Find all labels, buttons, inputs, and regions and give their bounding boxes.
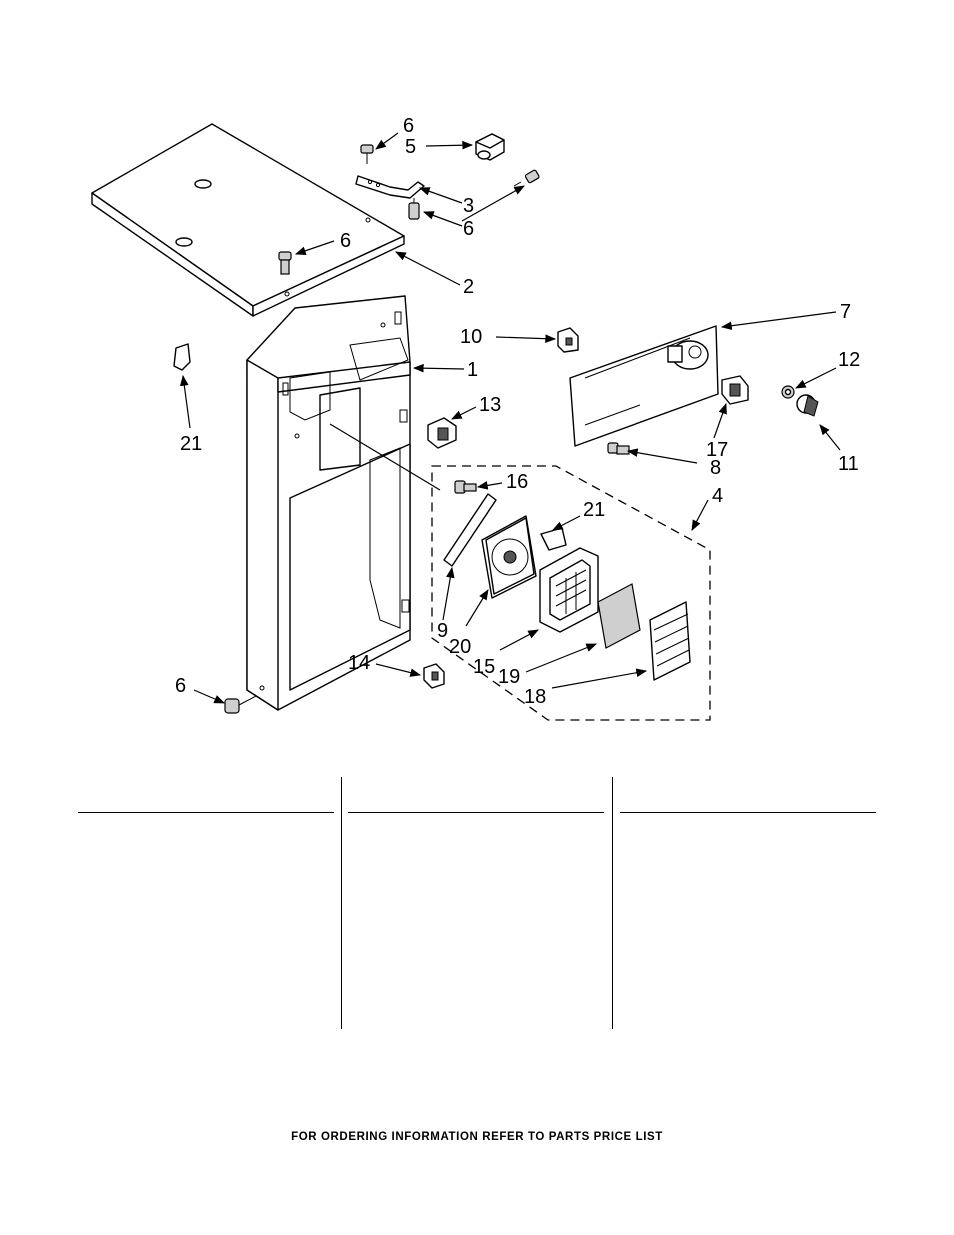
callout-labels: 6 5 3 6 6 2 1 7 10 12 13 21 17 11 8 16 4… [175,115,860,708]
table-divider-2 [612,777,613,1029]
callout-9: 9 [437,620,448,642]
knob-part-11 [796,394,819,417]
callout-21: 21 [583,499,605,521]
wire-block-part-5 [475,133,505,161]
top-panel-part-2 [91,123,405,317]
mounting-strip-part-9 [443,493,497,567]
table-rule-col-3 [620,812,876,813]
ring-part-12 [781,385,795,399]
callout-10: 10 [460,326,482,348]
bracket-part-3 [355,175,425,199]
callout-12: 12 [838,349,860,371]
callout-3: 3 [463,195,474,217]
leader-lines [180,132,841,704]
callout-15: 15 [473,656,495,678]
screw-part-6-bottom [408,198,420,220]
control-panel-part-7 [569,325,719,447]
clip-part-21-left [173,343,191,371]
power-switch-part-17 [721,375,749,405]
callout-6: 6 [175,675,186,697]
callout-7: 7 [840,301,851,323]
screw-part-8 [607,442,630,455]
table-rule-col-2 [348,812,604,813]
screw-part-6-right [513,169,540,187]
switch-part-10 [557,327,579,353]
table-rule-col-1 [78,812,334,813]
cabinet-frame-part-1 [246,295,411,711]
callout-18: 18 [524,686,546,708]
callout-6: 6 [340,230,351,252]
callout-16: 16 [506,471,528,493]
switch-part-14 [423,663,445,689]
clip-part-21-box [540,527,567,551]
callout-21: 21 [180,433,202,455]
callout-6: 6 [403,115,414,137]
rocker-switch-part-13 [427,417,457,449]
ordering-info-note: FOR ORDERING INFORMATION REFER TO PARTS … [291,1131,663,1143]
table-divider-1 [341,777,342,1029]
callout-4: 4 [712,485,723,507]
callout-6: 6 [463,218,474,240]
screw-part-6-frame [224,695,257,714]
fan-part-20 [481,515,537,599]
callout-19: 19 [498,666,520,688]
callout-14: 14 [348,652,370,674]
callout-11: 11 [838,453,859,475]
callout-5: 5 [405,136,416,158]
callout-13: 13 [479,394,501,416]
callout-1: 1 [467,359,478,381]
callout-2: 2 [463,276,474,298]
filter-mesh-part-19 [597,583,641,649]
callout-8: 8 [710,457,721,479]
screw-part-6-top [360,144,374,164]
screw-part-6-panel [278,251,292,275]
grille-part-18 [649,601,691,681]
callout-20: 20 [449,636,471,658]
exploded-parts-diagram: 6 5 3 6 6 2 1 7 10 12 13 21 17 11 8 16 4… [91,115,860,721]
callout-17: 17 [706,439,728,461]
screw-part-16 [454,480,477,494]
filter-housing-part-15 [539,547,599,633]
fan-assembly-box-part-4 [431,465,711,721]
